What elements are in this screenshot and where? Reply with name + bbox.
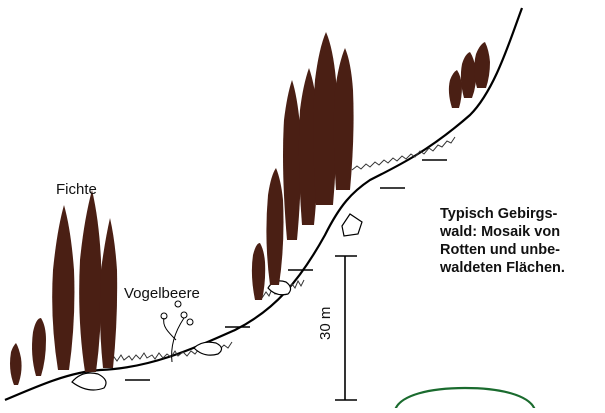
caption-line: wald: Mosaik von [440, 224, 561, 240]
spruce-tree [266, 168, 284, 285]
scale-label: 30 m [317, 307, 334, 340]
rowan-shrub [160, 300, 194, 363]
caption: Typisch Gebirgs- wald: Mosaik von Rotten… [440, 205, 605, 277]
caption-line: Rotten und unbe- [440, 242, 561, 258]
spruce-tree [10, 343, 22, 385]
spruce-label: Fichte [56, 181, 97, 198]
tree-group-upper [448, 42, 490, 108]
slope-line [4, 7, 524, 402]
rowan-label: Vogelbeere [124, 285, 200, 302]
spruce-tree [32, 318, 46, 376]
spruce-tree [333, 48, 354, 190]
tree-group-lower [10, 190, 118, 385]
scale-bar [335, 255, 357, 401]
spruce-tree [313, 32, 337, 205]
spruce-tree [460, 52, 477, 98]
caption-line: waldeten Flächen. [440, 260, 565, 276]
boulder [71, 372, 107, 391]
contour-dashes [125, 159, 447, 381]
boulder [341, 213, 363, 237]
green-ring [393, 386, 537, 411]
undergrowth-upper [351, 136, 456, 171]
spruce-tree [251, 243, 266, 300]
boulder [193, 341, 223, 356]
spruce-tree [283, 80, 301, 240]
spruce-tree [52, 205, 75, 370]
spruce-tree [474, 42, 490, 88]
caption-line: Typisch Gebirgs- [440, 206, 558, 222]
spruce-tree [99, 218, 118, 368]
spruce-tree [79, 190, 102, 372]
spruce-tree [448, 70, 462, 108]
tree-group-middle [251, 32, 354, 300]
